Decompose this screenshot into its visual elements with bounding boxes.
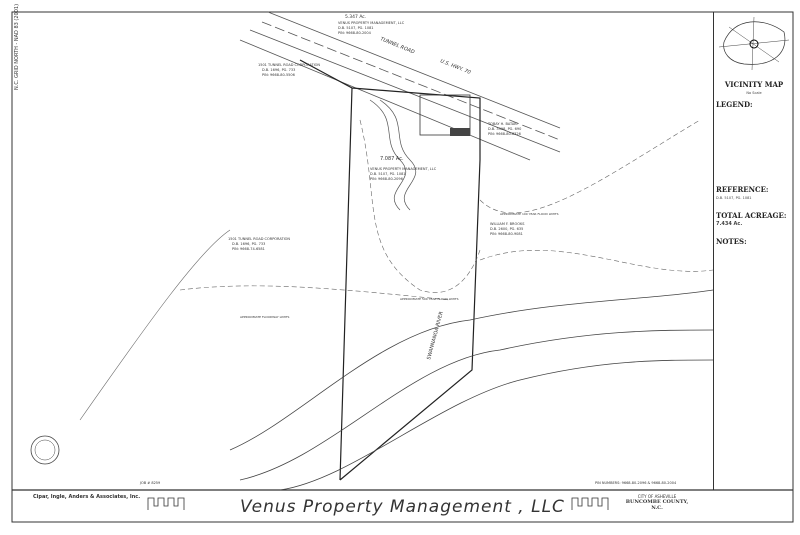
adjoiner-pin: PIN: 9668-74-6581	[232, 247, 265, 251]
pin-numbers: PIN NUMBERS: 9668-80-2096 & 9668-80-2004	[595, 481, 677, 485]
adjoiner-deed: D.B. 1696, PG. 733	[262, 68, 295, 72]
city: CITY OF ASHEVILLE	[637, 494, 677, 499]
property-boundary	[299, 59, 481, 481]
adjoiner-pin: PIN: 9668-80-9081	[490, 232, 523, 236]
county: BUNCOMBE COUNTY, N.C.	[625, 499, 689, 511]
adjoiner-owner: 1501 TUNNEL ROAD CORPORATION	[258, 63, 320, 67]
parcel-owner: VENUS PROPERTY MANAGEMENT, LLC	[370, 167, 437, 171]
flood-limit-lines	[179, 119, 714, 301]
flood-label: APPROXIMATE FLOODWAY LIMITS	[240, 315, 290, 319]
project-title: Venus Property Management , LLC	[240, 497, 565, 517]
adjoiner-owner: 1501 TUNNEL ROAD CORPORATION	[228, 237, 290, 241]
flood-label: APPROXIMATE 100 YEAR FLOOD LIMITS	[500, 212, 559, 216]
parcel-owner: VENUS PROPERTY MANAGEMENT, LLC	[338, 21, 405, 25]
surveyor-seal	[30, 435, 60, 465]
north-arrow-label: N.C. GRID NORTH - NAD 83 (2001)	[14, 4, 20, 90]
adjoiner-pin: PIN: 9668-80-8326	[488, 132, 521, 136]
adjoiner-owner: TOBAY H. BATAKI	[487, 122, 518, 126]
river-banks	[229, 289, 714, 491]
ornament	[147, 497, 185, 510]
sheet-border	[11, 11, 794, 523]
surveyor-firm: Cipar, Ingle, Anders & Associates, Inc.	[33, 494, 141, 500]
ornament	[571, 497, 609, 510]
adjoiner-deed: D.B. 1696, PG. 733	[232, 242, 265, 246]
vicinity-map	[718, 16, 790, 71]
parcel-acreage: 7.087 Ac.	[380, 156, 404, 162]
legend-list	[714, 111, 794, 181]
adjoiner-deed: D.B. 3398, PG. 690	[488, 127, 521, 131]
parcel-pin: PIN: 9668-80-2004	[338, 31, 372, 35]
reference-value: D.B. 5107, PG. 1081	[716, 196, 752, 200]
adjoiner-owner: WILLIAM F. BROOKS	[490, 222, 525, 226]
side-panel: VICINITY MAP No Scale LEGEND: REFERENCE:…	[713, 12, 794, 490]
parcel-deed: D.B. 5107, PG. 1081	[338, 26, 374, 30]
flood-label: APPROXIMATE 500 YEAR FLOOD LIMITS	[400, 297, 459, 301]
total-acreage-heading: TOTAL ACREAGE:	[716, 211, 787, 220]
job-number: JOB # 8259	[139, 481, 160, 485]
road-label: TUNNEL ROAD	[379, 36, 415, 55]
tunnel-road	[239, 11, 561, 161]
jurisdiction: CITY OF ASHEVILLE BUNCOMBE COUNTY, N.C.	[622, 494, 692, 511]
adjoiner-deed: D.B. 2600, PG. 635	[490, 227, 523, 231]
parcel-pin: PIN: 9668-80-2096	[370, 177, 403, 181]
total-acreage-value: 7.434 Ac.	[716, 221, 743, 227]
vicinity-scale: No Scale	[746, 91, 762, 95]
parcel-acreage: 5.347 Ac.	[345, 14, 366, 20]
building	[450, 128, 470, 136]
highway-label: U.S. HWY. 70	[439, 58, 471, 76]
vicinity-map-title: VICINITY MAP	[724, 80, 784, 89]
legend-heading: LEGEND:	[716, 100, 753, 109]
building	[419, 94, 471, 136]
reference-heading: REFERENCE:	[716, 185, 769, 194]
notes-heading: NOTES:	[716, 237, 747, 246]
adjoiner-pin: PIN: 9668-80-5506	[262, 73, 295, 77]
parcel-deed: D.B. 5107, PG. 1081	[370, 172, 406, 176]
river-label: SWANNANOA RIVER	[426, 310, 445, 360]
